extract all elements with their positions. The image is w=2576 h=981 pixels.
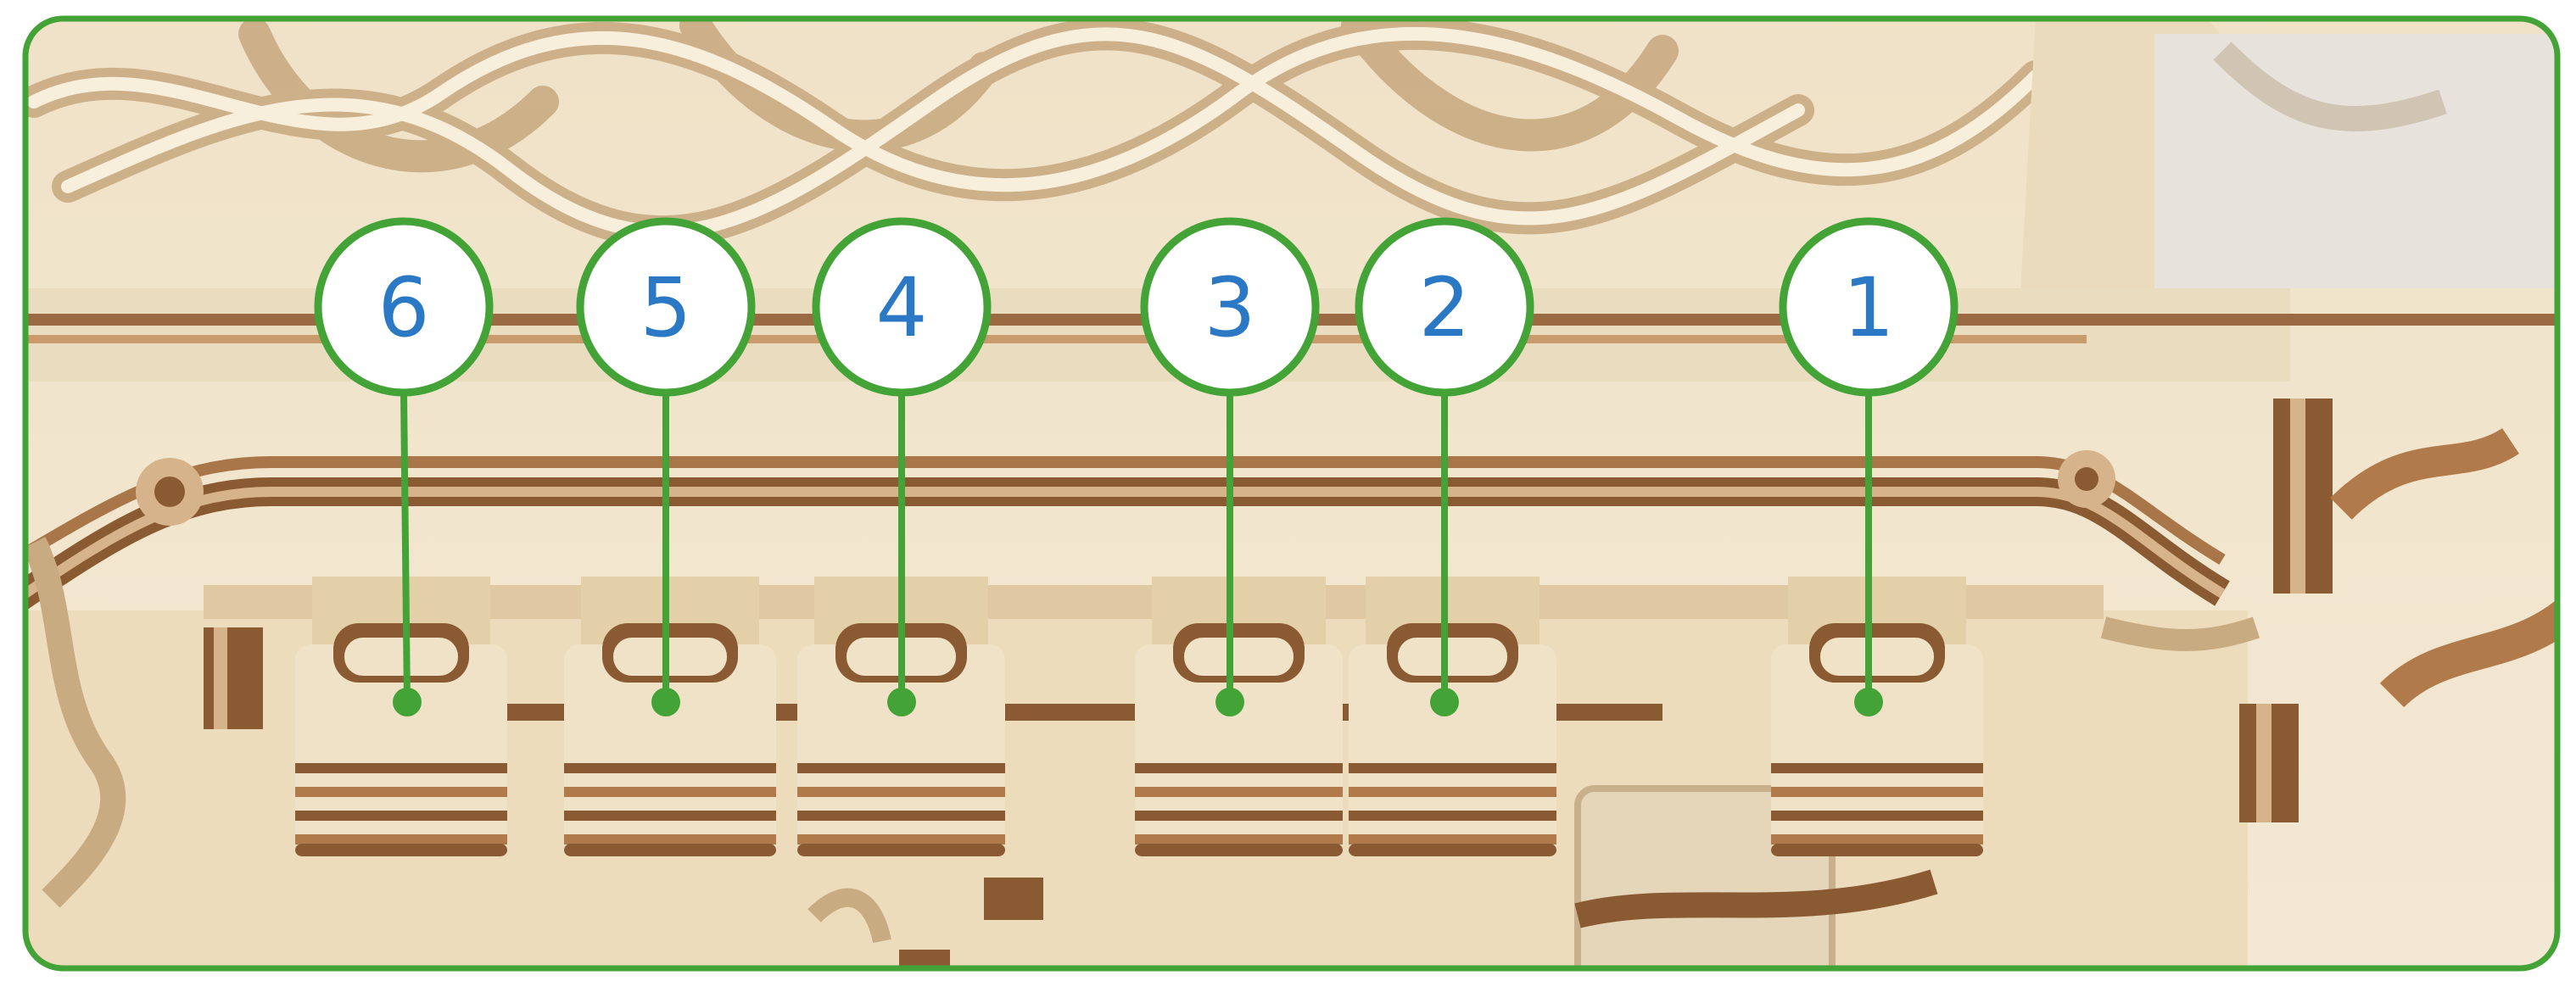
callout-anchor-dot [393,688,422,716]
callout-number: 3 [1204,260,1255,355]
wooden-block-6 [295,577,507,856]
callout-anchor-dot [1430,688,1459,716]
wooden-block-3 [1135,577,1343,856]
callout-number: 2 [1418,260,1470,355]
callout-number: 5 [640,260,691,355]
callout-anchor-dot [1215,688,1244,716]
callout-anchor-dot [887,688,916,716]
callout-leader-line [404,393,407,702]
callout-anchor-dot [1854,688,1883,716]
callout-number: 4 [875,260,927,355]
callout-anchor-dot [651,688,680,716]
callout-number: 1 [1842,260,1894,355]
wooden-block-2 [1349,577,1556,856]
callout-number: 6 [377,260,429,355]
wooden-block-5 [564,577,776,856]
wooden-block-1 [1771,577,1983,856]
